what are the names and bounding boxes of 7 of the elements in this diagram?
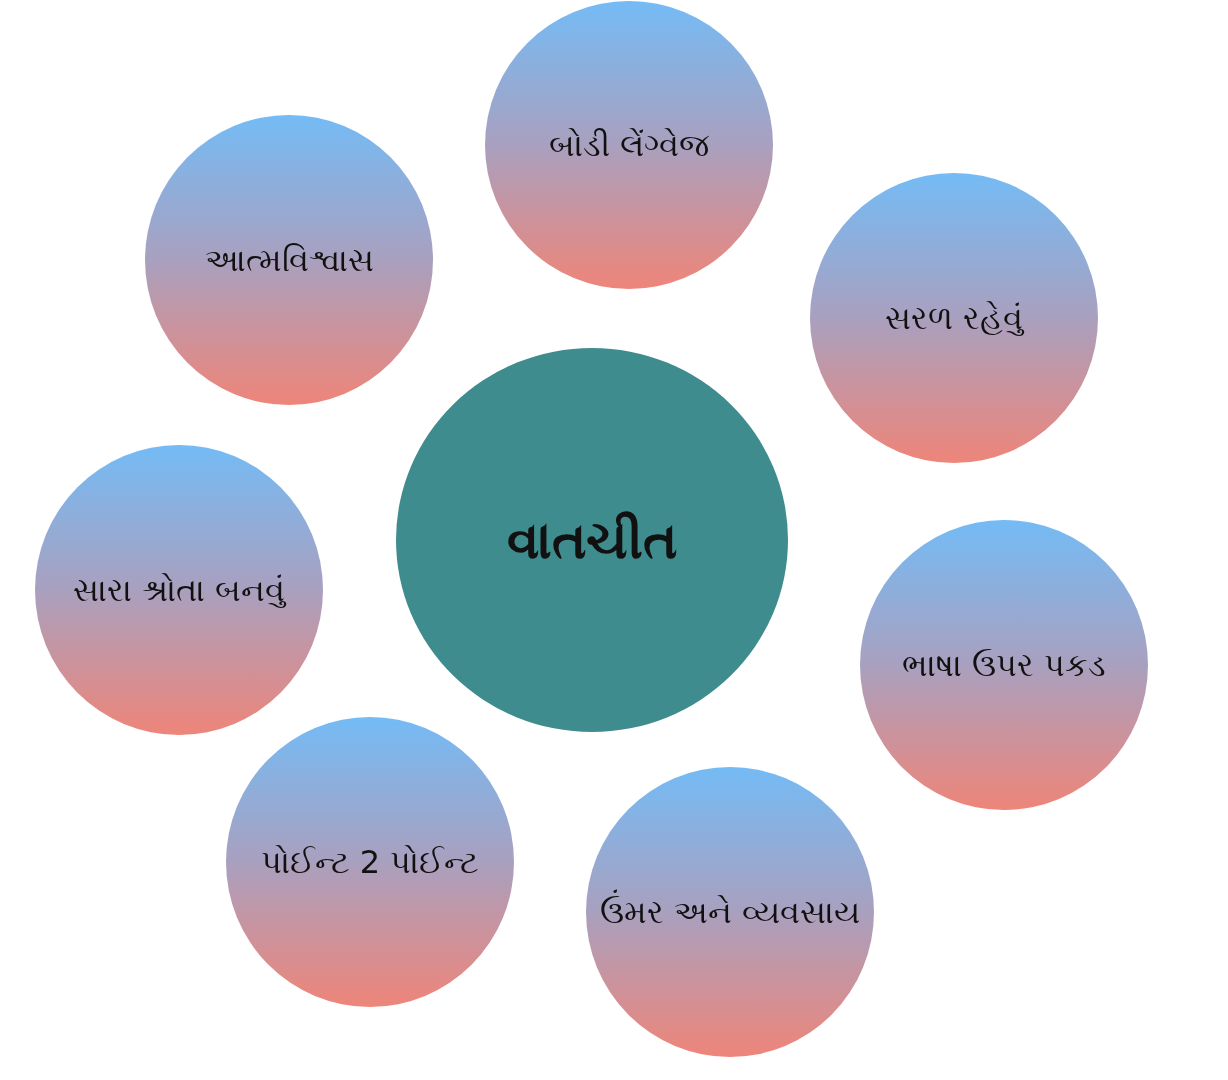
topic-label: આત્મવિશ્વાસ <box>204 240 374 280</box>
central-title: વાતચીત <box>507 508 677 572</box>
topic-label: સરળ રહેવું <box>884 298 1024 338</box>
topic-label: બોડી લેંગ્વેજ <box>548 125 710 165</box>
topic-label: સારા શ્રોતા બનવું <box>72 570 286 610</box>
topic-label: ભાષા ઉપર પકડ <box>901 645 1107 685</box>
topic-label: પોઈન્ટ 2 પોઈન્ટ <box>260 842 480 882</box>
